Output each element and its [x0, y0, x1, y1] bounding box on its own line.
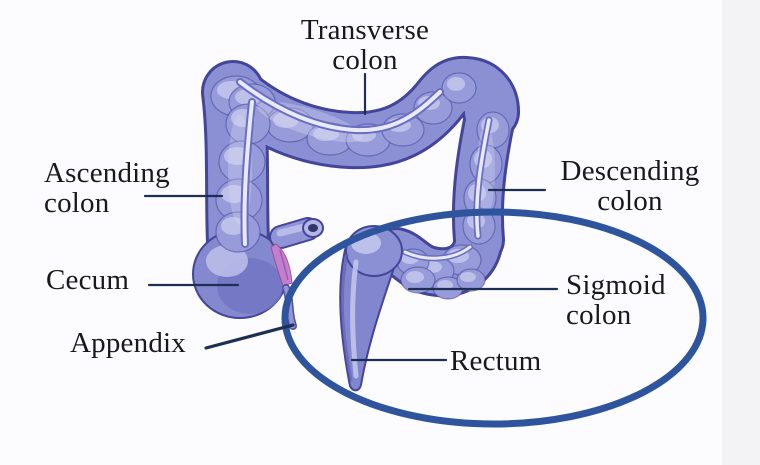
label-descending-colon: Descending colon — [560, 155, 700, 217]
label-cecum: Cecum — [46, 264, 130, 296]
label-sigmoid-colon: Sigmoid colon — [566, 269, 666, 331]
rectum-graphic — [339, 225, 403, 392]
label-appendix: Appendix — [70, 327, 186, 359]
tenia-stripes — [236, 78, 493, 262]
label-ascending-colon: Ascending colon — [44, 157, 170, 219]
label-transverse-colon: Transverse colon — [300, 14, 430, 76]
appendix-leader-line — [204, 323, 295, 350]
highlight-ellipse — [281, 208, 707, 428]
ileum-stub-graphic — [269, 217, 324, 249]
label-rectum: Rectum — [450, 345, 542, 377]
colon-illustration — [192, 55, 520, 392]
leader-lines — [143, 72, 559, 362]
background-right-strip — [722, 0, 760, 465]
